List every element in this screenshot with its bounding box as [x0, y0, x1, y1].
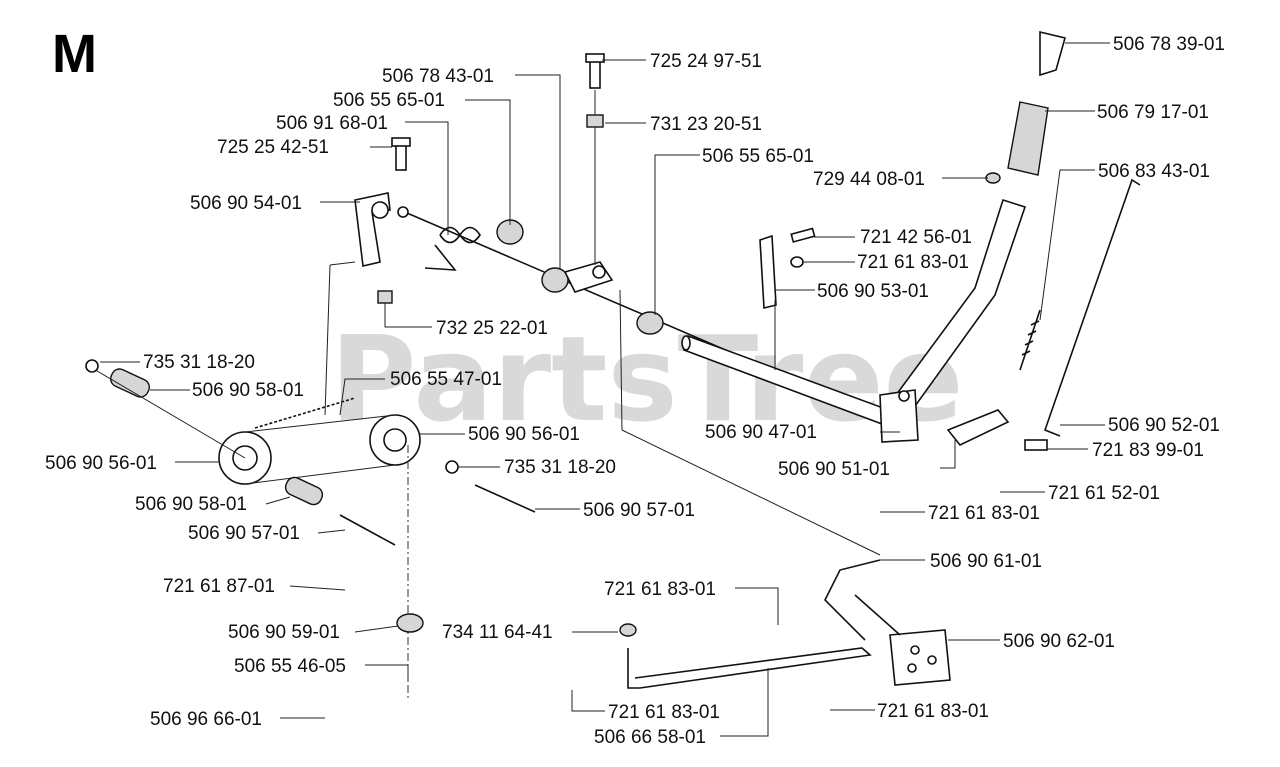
- part-label[interactable]: 506 90 53-01: [817, 281, 929, 302]
- torsion-spring: [424, 226, 481, 271]
- part-label[interactable]: 721 61 83-01: [608, 702, 720, 723]
- arm-hole: [592, 265, 606, 279]
- part-label[interactable]: 721 61 83-01: [857, 252, 969, 273]
- arm-collar: [541, 267, 569, 293]
- part-label[interactable]: 506 90 51-01: [778, 459, 890, 480]
- part-label[interactable]: 735 31 18-20: [143, 352, 255, 373]
- nut-732: [377, 290, 393, 304]
- collar-right: [636, 311, 664, 335]
- part-label[interactable]: 506 55 46-05: [234, 656, 346, 677]
- part-label[interactable]: 506 90 61-01: [930, 551, 1042, 572]
- part-label[interactable]: 506 90 56-01: [468, 424, 580, 445]
- part-label[interactable]: 506 83 43-01: [1098, 161, 1210, 182]
- drawing: [85, 30, 1141, 700]
- nut-731: [586, 114, 604, 128]
- part-label[interactable]: 506 90 47-01: [705, 422, 817, 443]
- part-label[interactable]: 506 90 54-01: [190, 193, 302, 214]
- clip-721-61: [790, 256, 804, 268]
- part-label[interactable]: 506 78 43-01: [382, 66, 494, 87]
- part-label[interactable]: 506 91 68-01: [276, 113, 388, 134]
- plate-506-90-62: [889, 629, 951, 686]
- pin-lower: [339, 514, 396, 546]
- part-label[interactable]: 506 90 58-01: [192, 380, 304, 401]
- part-label[interactable]: 721 61 52-01: [1048, 483, 1160, 504]
- screw-729: [985, 172, 1001, 184]
- part-label[interactable]: 506 90 58-01: [135, 494, 247, 515]
- part-label[interactable]: 506 66 58-01: [594, 727, 706, 748]
- part-label[interactable]: 506 90 57-01: [188, 523, 300, 544]
- long-rod: [1043, 178, 1141, 437]
- part-label[interactable]: 506 90 52-01: [1108, 415, 1220, 436]
- extension-spring: [1019, 309, 1041, 371]
- arm-link: [563, 261, 614, 293]
- part-label[interactable]: 506 90 56-01: [45, 453, 157, 474]
- part-label[interactable]: 725 24 97-51: [650, 51, 762, 72]
- washer-upper: [85, 359, 99, 373]
- rod-506-66-58: [627, 647, 872, 689]
- part-label[interactable]: 735 31 18-20: [504, 457, 616, 478]
- part-labels: 506 78 39-01 725 24 97-51 506 78 43-01 5…: [45, 34, 1225, 748]
- part-label[interactable]: 506 78 39-01: [1113, 34, 1225, 55]
- part-label[interactable]: 731 23 20-51: [650, 114, 762, 135]
- link-506-90-61: [824, 559, 881, 641]
- bracket-pin: [397, 206, 409, 218]
- small-bracket: [759, 234, 777, 310]
- part-label[interactable]: 506 90 62-01: [1003, 631, 1115, 652]
- part-label[interactable]: 506 55 47-01: [390, 369, 502, 390]
- part-label[interactable]: 721 61 83-01: [604, 579, 716, 600]
- bolt-head-top: [585, 53, 605, 63]
- part-label[interactable]: 734 11 64-41: [442, 622, 553, 643]
- part-label[interactable]: 506 79 17-01: [1097, 102, 1209, 123]
- part-label[interactable]: 506 96 66-01: [150, 709, 262, 730]
- lever-plate: [946, 409, 1010, 446]
- part-label[interactable]: 721 61 83-01: [877, 701, 989, 722]
- leader-lines: [100, 42, 1110, 737]
- bolt-head: [391, 137, 411, 147]
- part-label[interactable]: 721 61 87-01: [163, 576, 275, 597]
- handle-knob: [1039, 30, 1066, 77]
- bushing-506-90-59: [396, 613, 424, 633]
- bracket-hole: [371, 201, 389, 219]
- handle-grip: [1007, 101, 1049, 176]
- section-letter: M: [52, 24, 97, 84]
- pin-721-42: [790, 227, 816, 243]
- washer-right: [445, 460, 459, 474]
- part-label[interactable]: 721 61 83-01: [928, 503, 1040, 524]
- part-label[interactable]: 506 90 59-01: [228, 622, 340, 643]
- washer-734: [619, 623, 637, 637]
- part-label[interactable]: 506 55 65-01: [702, 146, 814, 167]
- part-label[interactable]: 506 55 65-01: [333, 90, 445, 111]
- part-label[interactable]: 506 90 57-01: [583, 500, 695, 521]
- pin-right: [474, 484, 536, 513]
- shaft-end: [681, 335, 691, 351]
- part-label[interactable]: 732 25 22-01: [436, 318, 548, 339]
- pin-721-83: [1024, 439, 1048, 451]
- lever-pivot: [898, 390, 910, 402]
- spacer-upper: [110, 368, 150, 398]
- spacer-lower: [284, 476, 324, 506]
- part-label[interactable]: 725 25 42-51: [217, 137, 329, 158]
- part-label[interactable]: 721 42 56-01: [860, 227, 972, 248]
- part-label[interactable]: 721 83 99-01: [1092, 440, 1204, 461]
- belt-spring: [254, 397, 356, 429]
- part-label[interactable]: 729 44 08-01: [813, 169, 925, 190]
